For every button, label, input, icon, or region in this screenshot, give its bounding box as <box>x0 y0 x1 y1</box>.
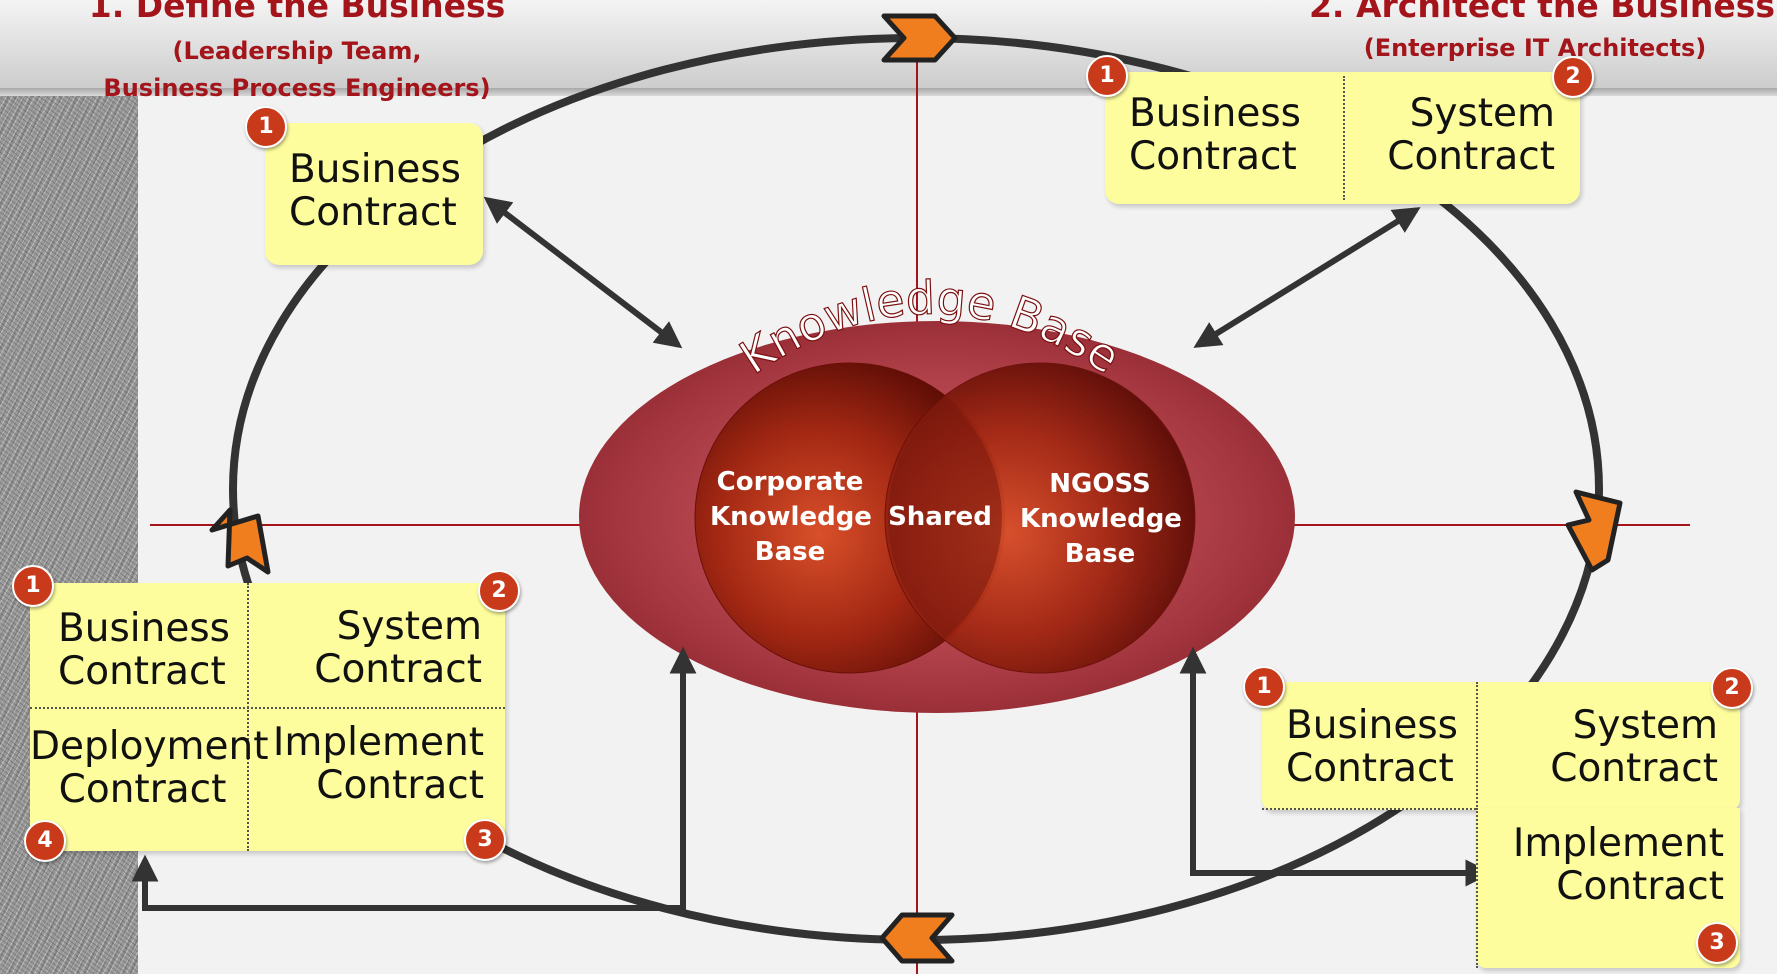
note-divider <box>1476 808 1478 968</box>
step-badge-3: 3 <box>1696 922 1738 964</box>
step-badge-2: 2 <box>1552 56 1594 98</box>
step-badge-1: 1 <box>1086 55 1128 97</box>
define-business-heading: 1. Define the Business <box>88 0 506 25</box>
step-badge-1: 1 <box>245 106 287 148</box>
right-loop-arrowhead <box>1565 489 1623 573</box>
step-badge-1: 1 <box>12 565 54 607</box>
note-divider <box>1343 76 1345 200</box>
left-loop-arrowhead <box>209 507 271 575</box>
step-badge-2: 2 <box>1711 667 1753 709</box>
step-badge-2: 2 <box>478 570 520 612</box>
implement-left-connector <box>131 646 697 911</box>
note-divider <box>247 583 249 851</box>
shared-kb-label: Shared <box>888 502 992 532</box>
note-divider <box>30 707 505 709</box>
note-divider <box>1476 682 1478 810</box>
step-badge-1: 1 <box>1243 666 1285 708</box>
define-kb-arrow <box>483 196 683 349</box>
step-badge-3: 3 <box>464 819 506 861</box>
top-loop-arrowhead <box>881 13 958 63</box>
bottom-loop-arrowhead <box>879 912 955 964</box>
stone-texture-panel <box>0 96 138 974</box>
implement-right-connector <box>1179 646 1493 887</box>
header-divider <box>0 88 1777 96</box>
step-badge-4: 4 <box>24 820 66 862</box>
architect-business-team: (Enterprise IT Architects) <box>1363 34 1707 62</box>
shared-overlap <box>888 398 1002 638</box>
architect-kb-arrow <box>1193 207 1421 348</box>
define-business-team: (Leadership Team, <box>172 37 422 65</box>
define-business-engineers: Business Process Engineers) <box>103 74 491 102</box>
architect-business-heading: 2. Architect the Business <box>1308 0 1775 25</box>
